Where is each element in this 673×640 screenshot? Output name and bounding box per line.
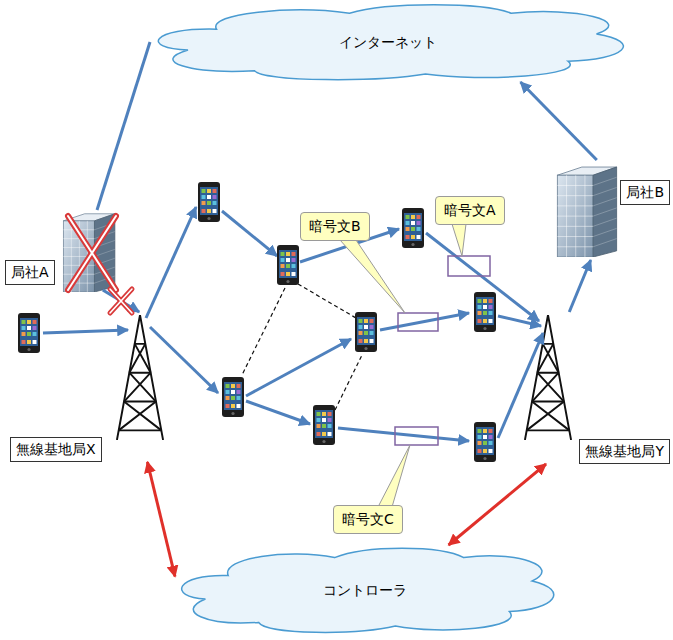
node-text: インターネット [339, 34, 437, 51]
connector [449, 464, 546, 545]
base-station: 無線基地局Y [515, 312, 670, 464]
dashed-link [242, 284, 362, 410]
ciphertext-callout: 暗号文B [300, 212, 370, 241]
flow-arrow [43, 207, 543, 441]
callout-tail [340, 224, 466, 507]
tower-icon [525, 311, 571, 440]
cloud-outline [158, 5, 623, 80]
node-text: 暗号文C [342, 511, 394, 528]
connector [569, 260, 590, 312]
node-text: 暗号文B [309, 218, 361, 235]
ciphertext-callout: 暗号文A [435, 196, 505, 225]
node-label: 局社B [620, 180, 670, 205]
phone-icon [18, 182, 496, 462]
cloud-outline [182, 548, 554, 632]
node-label: 局社A [5, 260, 55, 285]
node-label: 無線基地局Y [579, 439, 670, 464]
office-building: 局社A [5, 210, 120, 290]
node-text: コントローラ [323, 582, 407, 599]
failure-cross [68, 216, 116, 290]
internet-cloud: インターネット [150, 2, 625, 82]
packet-box [395, 256, 490, 445]
node-label: 無線基地局X [10, 437, 102, 462]
connector [97, 42, 150, 210]
office-building: 局社B [548, 160, 670, 260]
base-station: 無線基地局X [8, 312, 172, 462]
failure-cross [110, 289, 132, 313]
failure-cross [110, 289, 132, 313]
failure-cross [68, 216, 116, 290]
connector [147, 462, 175, 577]
building-icon [557, 167, 616, 257]
ciphertext-callout: 暗号文C [333, 505, 403, 534]
connector [521, 82, 597, 160]
node-text: 暗号文A [444, 202, 496, 219]
connector [103, 290, 139, 312]
controller-cloud: コントローラ [175, 545, 555, 635]
